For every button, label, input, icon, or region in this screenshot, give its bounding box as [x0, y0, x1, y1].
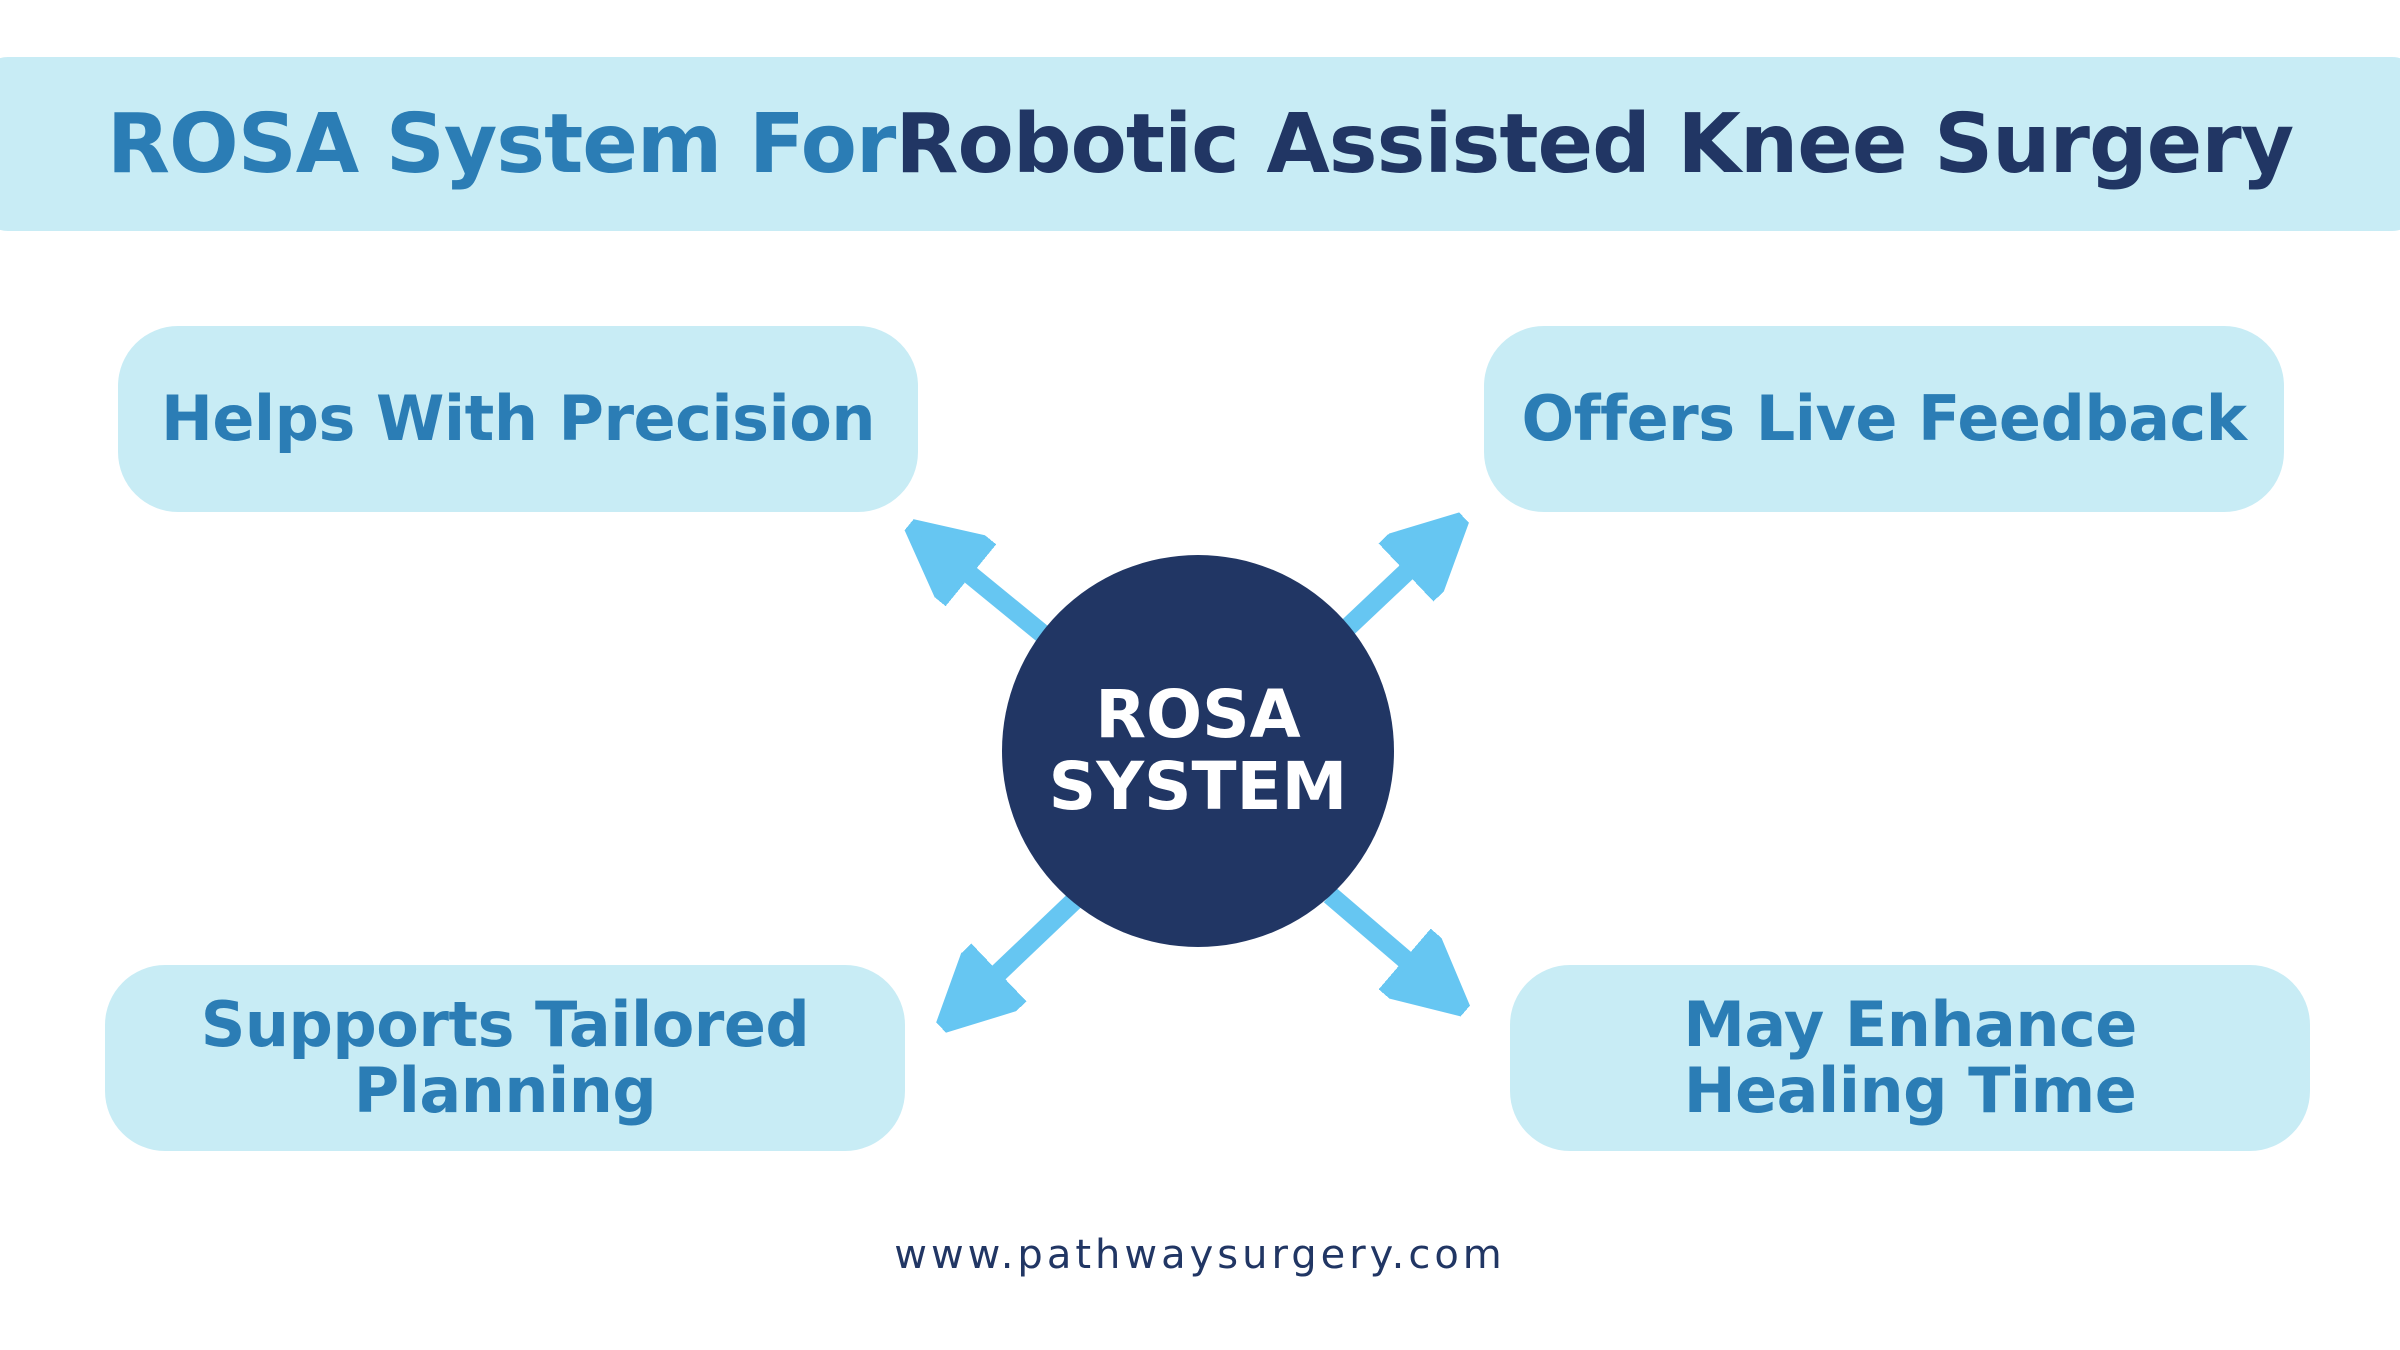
benefit-label-live-feedback: Offers Live Feedback — [1521, 382, 2247, 455]
rosa-system-hub: ROSA SYSTEM — [1002, 555, 1394, 947]
benefit-box-healing-time: May Enhance Healing Time — [1510, 965, 2310, 1151]
benefit-label-healing-time: May Enhance Healing Time — [1683, 988, 2137, 1127]
title-part-2: Robotic Assisted Knee Surgery — [895, 96, 2294, 192]
arrow-top-right — [1338, 545, 1435, 637]
benefit-label-precision: Helps With Precision — [160, 382, 876, 455]
title-part-1: ROSA System For — [106, 96, 897, 192]
arrow-bottom-right — [1323, 887, 1435, 985]
benefit-box-precision: Helps With Precision — [118, 326, 918, 512]
hub-label-line-2: SYSTEM — [1048, 748, 1348, 825]
arrow-top-left — [940, 550, 1057, 648]
arrow-bottom-left — [970, 893, 1082, 1000]
benefit-box-live-feedback: Offers Live Feedback — [1484, 326, 2284, 512]
benefit-label-tailored-planning: Supports Tailored Planning — [200, 988, 810, 1127]
benefit-box-tailored-planning: Supports Tailored Planning — [105, 965, 905, 1151]
hub-label-line-1: ROSA — [1095, 676, 1301, 753]
website-url: www.pathwaysurgery.com — [894, 1232, 1506, 1278]
title-banner: ROSA System For Robotic Assisted Knee Su… — [0, 57, 2400, 231]
